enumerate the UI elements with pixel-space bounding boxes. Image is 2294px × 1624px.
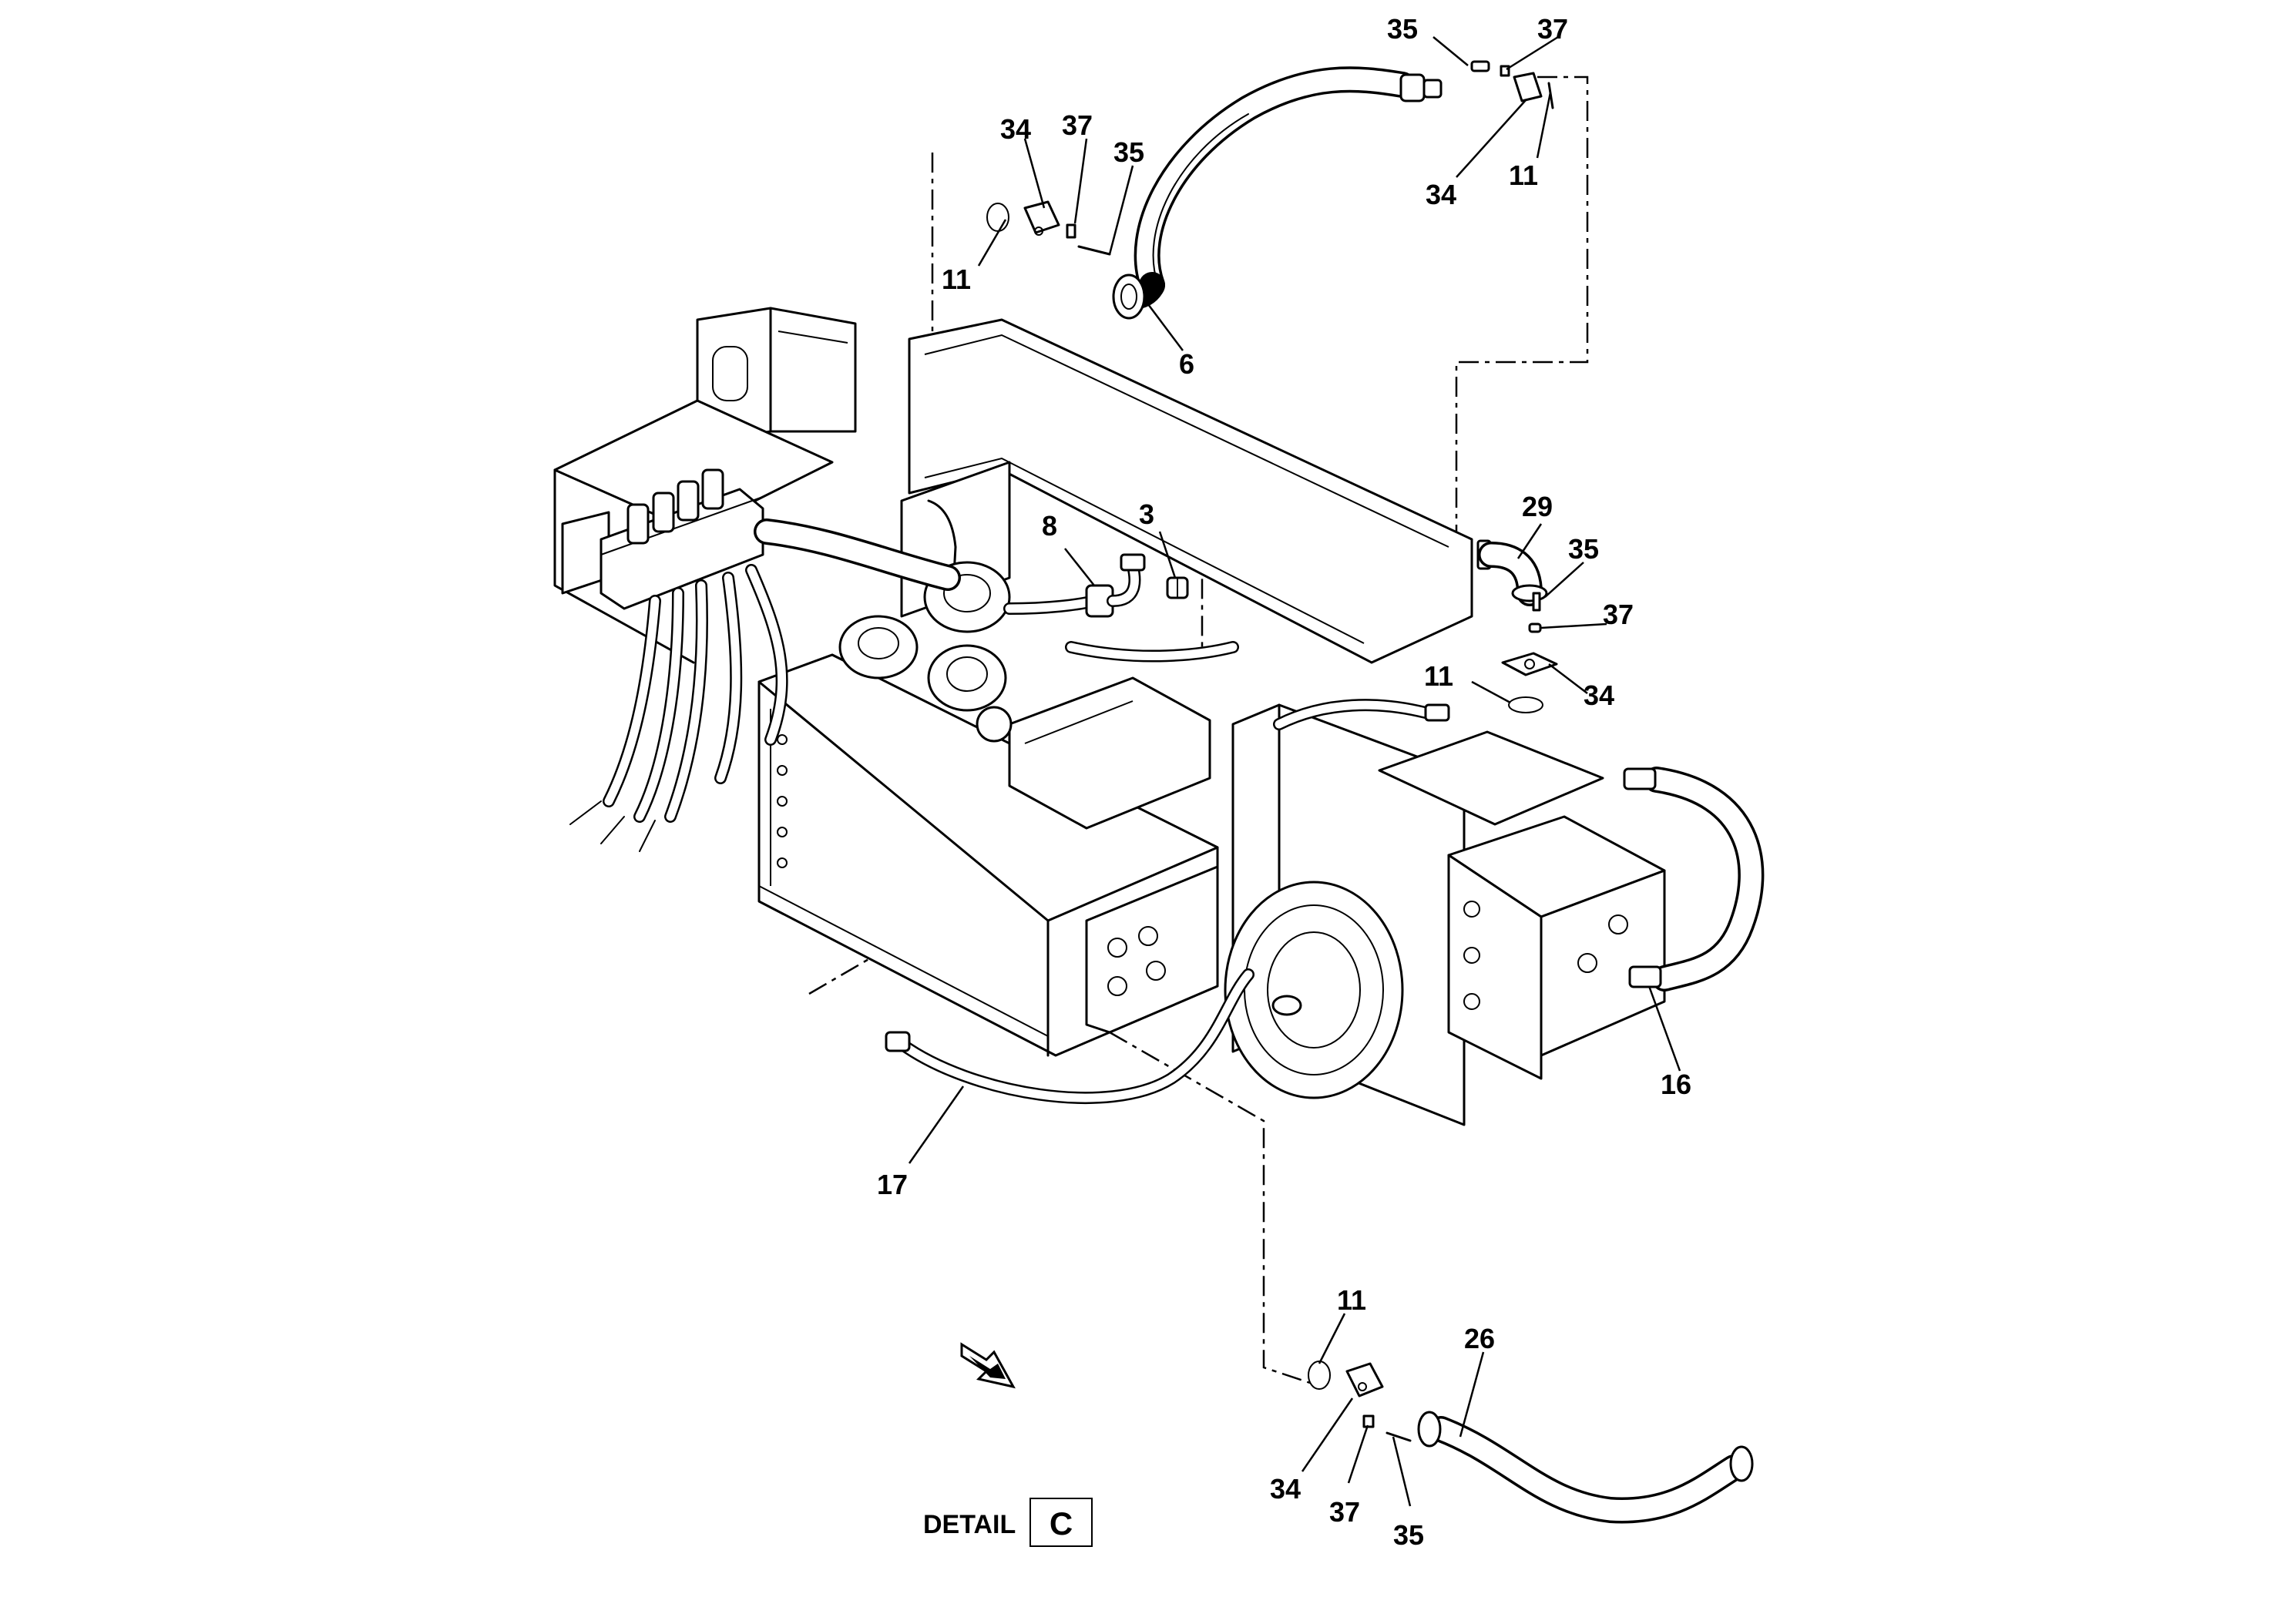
pump-bridge-hose	[1273, 699, 1450, 730]
detail-letter-box	[1029, 1498, 1093, 1547]
callout-17: 17	[877, 1169, 908, 1200]
callout-16: 16	[1661, 1069, 1691, 1100]
pump-assembly-right	[1224, 703, 1666, 1126]
callout-34-mid: 34	[1584, 679, 1614, 711]
callout-34-bottom: 34	[1270, 1473, 1301, 1505]
callout-37-top-left: 37	[1062, 109, 1093, 141]
callout-8: 8	[1042, 510, 1057, 542]
solenoid-valves	[626, 468, 724, 545]
callout-11-mid: 11	[1424, 660, 1453, 692]
callout-11-top-left: 11	[942, 263, 971, 295]
callout-35-top-left: 35	[1113, 136, 1144, 168]
cap-fitting-3	[1166, 576, 1189, 599]
callout-34-top-right: 34	[1426, 179, 1456, 210]
hose-16	[1623, 767, 1765, 992]
hose-bundle	[569, 564, 788, 852]
callout-35-mid: 35	[1568, 533, 1599, 565]
valve-to-pump-hose	[754, 518, 961, 591]
tank-bolt-column	[777, 734, 788, 868]
detail-label: DETAIL C	[923, 1498, 1093, 1547]
callout-11-bottom: 11	[1337, 1284, 1366, 1316]
callout-37-mid: 37	[1603, 599, 1634, 630]
callout-11-top-right: 11	[1509, 159, 1538, 191]
flange-group-bottom	[1308, 1361, 1412, 1442]
hose-to-fitting-8	[1003, 595, 1239, 663]
pump-ports-right	[1463, 901, 1628, 1010]
elbow-fitting-8	[1085, 553, 1146, 618]
arrow-down-right-icon	[960, 1342, 1016, 1389]
hose-17	[885, 968, 1254, 1105]
callout-34-top-left: 34	[1000, 113, 1031, 145]
hose-26	[1417, 1411, 1754, 1524]
callout-labels: 35 37 34 11 34 37 35 11 6 8 3 29 35 37 1…	[877, 13, 1691, 1551]
callout-37-bottom: 37	[1329, 1496, 1360, 1528]
top-hose-6	[1112, 66, 1443, 320]
callout-35-bottom: 35	[1393, 1519, 1424, 1551]
control-valve-block	[561, 468, 764, 610]
flange-group-top-left	[986, 200, 1111, 256]
elbow-29-assembly	[1476, 539, 1558, 713]
callout-35-top: 35	[1387, 13, 1418, 45]
detail-letter: C	[1050, 1505, 1073, 1542]
detail-word: DETAIL	[923, 1510, 1016, 1539]
callout-leaders	[908, 35, 1681, 1507]
callout-37-top: 37	[1537, 13, 1568, 45]
callout-29: 29	[1522, 491, 1553, 522]
hydraulic-tank	[757, 653, 1219, 1057]
callout-6: 6	[1179, 348, 1194, 380]
manifold-block-ports	[1107, 926, 1166, 996]
callout-3: 3	[1139, 498, 1154, 530]
callout-26: 26	[1464, 1323, 1495, 1354]
flange-group-top-right	[1470, 60, 1554, 109]
